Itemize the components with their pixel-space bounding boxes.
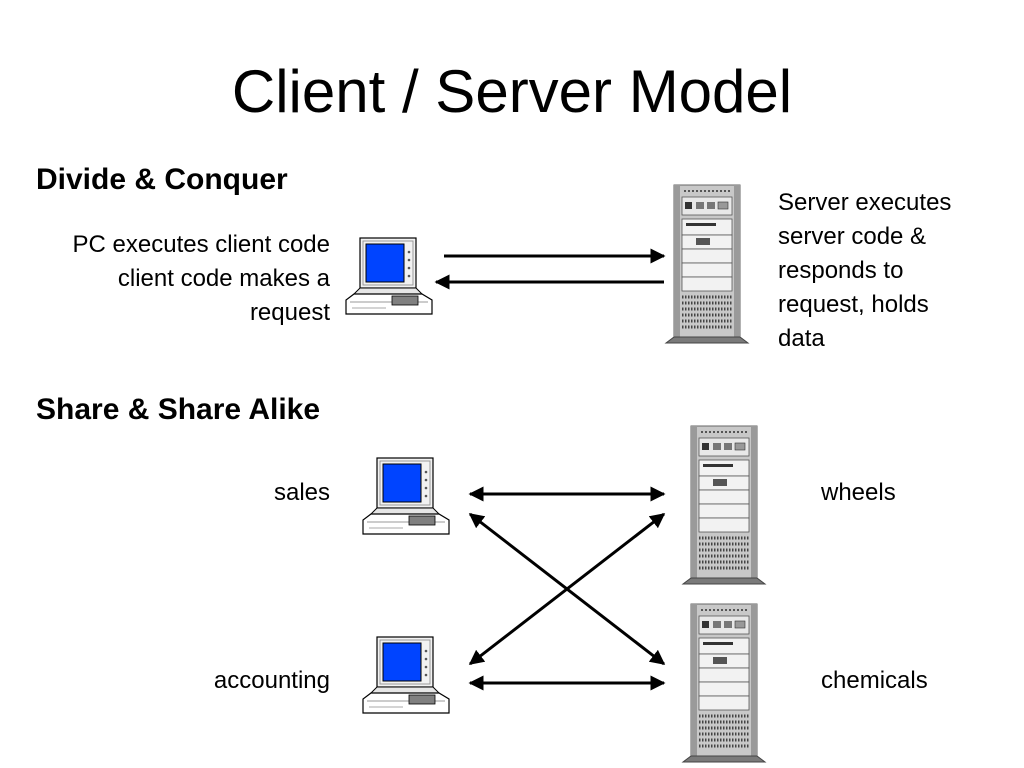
slide-title: Client / Server Model	[231, 58, 793, 125]
client-description-line: request	[249, 299, 330, 326]
client-description-line: PC executes client code	[72, 231, 330, 258]
server-description: Server executes server code & responds t…	[778, 186, 1018, 356]
client-label-sales: sales	[273, 479, 330, 506]
share-alike-heading: Share & Share Alike	[36, 393, 321, 426]
server-description-line: server code &	[778, 223, 927, 250]
server-icon	[664, 183, 750, 345]
server-description-line: responds to	[778, 257, 904, 284]
accounting-wheels-arrow	[468, 512, 666, 666]
client-description-line: client code makes a	[117, 265, 330, 292]
server-description-line: data	[778, 325, 825, 352]
divide-conquer-heading: Divide & Conquer	[36, 163, 288, 196]
client-pc-icon	[345, 237, 433, 315]
client-label-accounting: accounting	[213, 667, 330, 694]
accounting-pc-icon	[362, 636, 450, 714]
server-description-line: request, holds	[778, 291, 929, 318]
sales-pc-icon	[362, 457, 450, 535]
chemicals-server-icon	[681, 602, 767, 764]
server-label-chemicals: chemicals	[821, 667, 928, 694]
server-label-wheels: wheels	[821, 479, 896, 506]
client-description: PC executes client code client code make…	[0, 228, 330, 330]
server-description-line: Server executes	[778, 189, 952, 216]
wheels-server-icon	[681, 424, 767, 586]
